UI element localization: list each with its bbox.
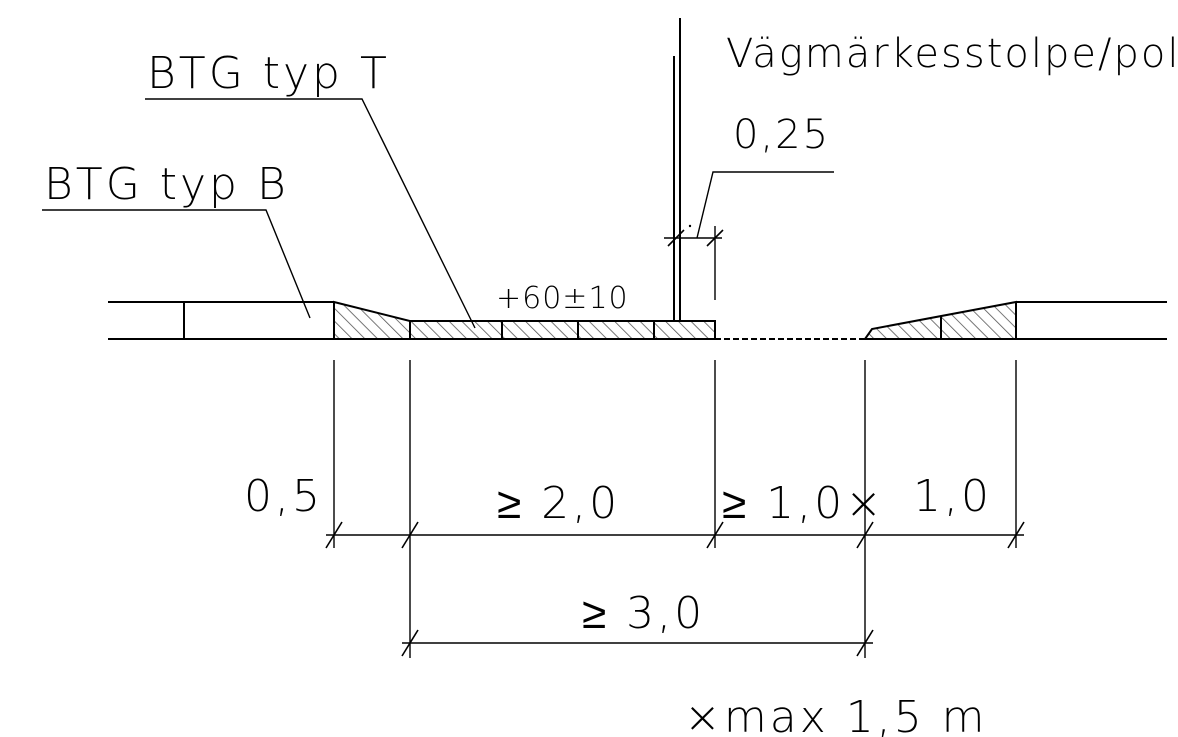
dimension-lines	[325, 521, 1025, 657]
dim-label-0-5: 0,5	[244, 471, 323, 522]
label-post-width: 0,25	[733, 112, 830, 158]
dim-label-1-0-x: ≥ 1,0×	[722, 478, 885, 529]
post-width-dimension	[664, 171, 834, 300]
label-btg-typ-b: BTG typ B	[44, 159, 289, 210]
label-post: Vägmärkesstolpe/pollare	[726, 31, 1178, 77]
label-btg-typ-t: BTG typ T	[147, 48, 390, 99]
dim-label-1-0: 1,0	[913, 471, 992, 522]
btg-typ-t-tiles	[409, 320, 716, 340]
leader-lines	[42, 98, 476, 329]
btg-typ-b-left	[333, 300, 411, 340]
label-height: +60±10	[496, 281, 629, 316]
dim-label-3-0: ≥ 3,0	[582, 588, 705, 639]
sign-post	[673, 18, 681, 321]
extension-lines	[333, 360, 1017, 658]
footnote: ×max 1,5 m	[684, 692, 988, 737]
btg-typ-b-right	[863, 300, 1017, 340]
dim-label-2-0: ≥ 2,0	[497, 478, 620, 529]
